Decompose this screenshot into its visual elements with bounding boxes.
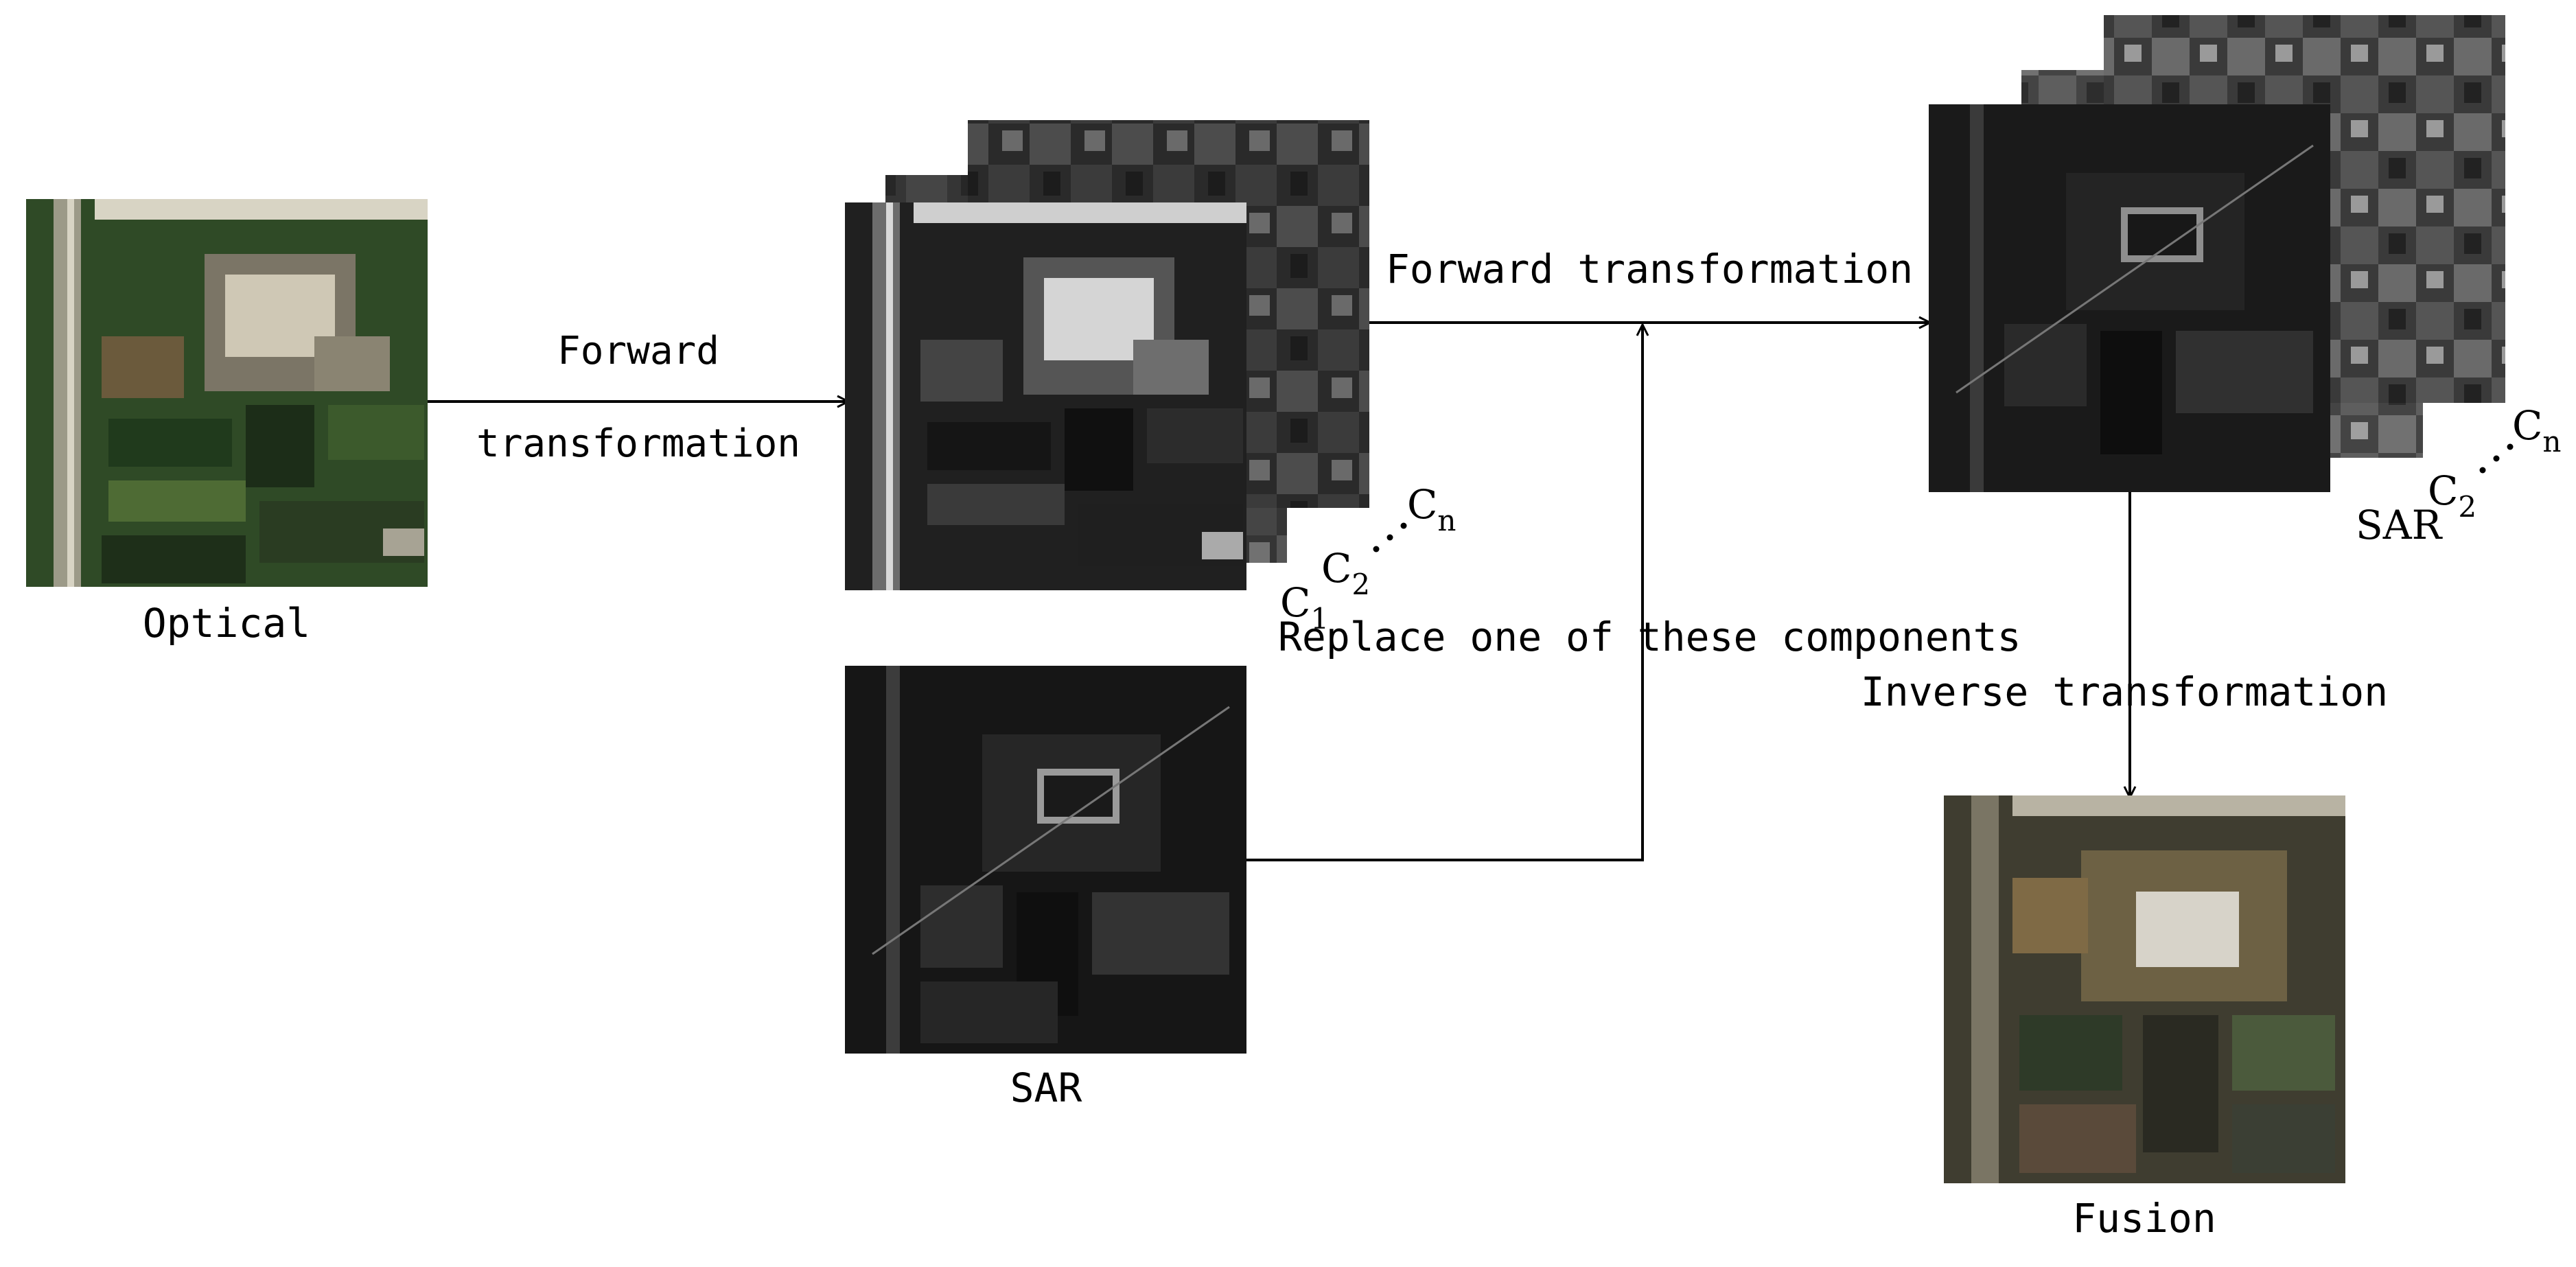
sar-component-labels: SAR C2 Cn (2356, 402, 2561, 548)
forward-label-line-1: Forward (557, 329, 719, 373)
ellipsis-dot (1400, 522, 1407, 529)
ellipsis-dot (1386, 534, 1393, 541)
c1-label: C1 (1280, 579, 1329, 636)
optical-image (26, 199, 428, 587)
sar-caption: SAR (1010, 1065, 1082, 1111)
component-c1-image (845, 202, 1246, 590)
optical-caption: Optical (143, 600, 310, 647)
sar-c1-image (1929, 104, 2330, 492)
sar-c2-label: C2 (2428, 467, 2476, 524)
sar-replace-connector (1246, 325, 1643, 861)
ellipsis-dot (1373, 546, 1380, 553)
sar-cn-label: Cn (2512, 402, 2561, 458)
ellipsis-dot (2507, 443, 2514, 450)
inverse-label: Inverse transformation (1861, 669, 2388, 715)
sar-component-stack (1929, 15, 2505, 492)
component-stack (845, 120, 1369, 590)
replace-label: Replace one of these components (1278, 614, 2021, 660)
ellipsis-dot (2479, 467, 2486, 474)
component-labels: C1 C2 Cn (1280, 481, 1456, 636)
sar-image (845, 666, 1246, 1054)
c2-label: C2 (1321, 545, 1370, 601)
optical-image-raster (26, 199, 428, 587)
forward-label-line-2: transformation (476, 421, 800, 466)
fusion-image (1944, 795, 2345, 1183)
fusion-caption: Fusion (2072, 1195, 2216, 1242)
forward-transformation-label: Forward transformation (1386, 246, 1913, 292)
ellipsis-dot (2493, 455, 2500, 462)
cn-label: Cn (1407, 481, 1456, 537)
sar-label: SAR (2356, 502, 2444, 548)
